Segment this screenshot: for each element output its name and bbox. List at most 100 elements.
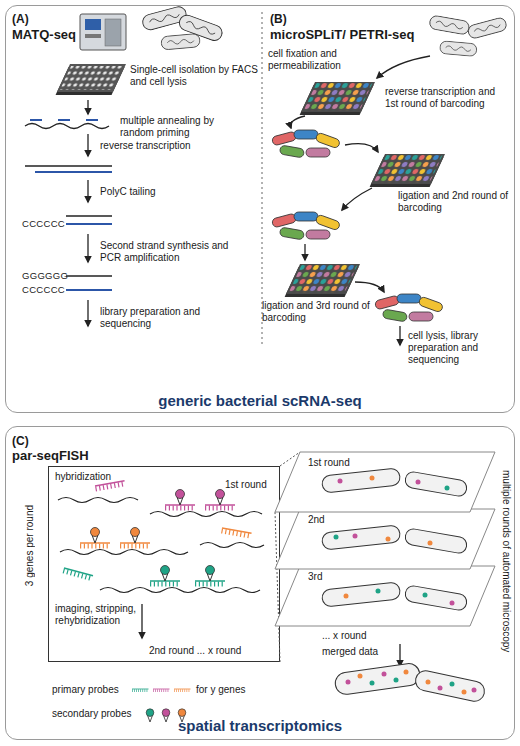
step-label: 3rd bbox=[308, 571, 348, 583]
mrna-probes bbox=[150, 581, 180, 584]
imaging-plane bbox=[344, 594, 349, 599]
barcode-plate bbox=[285, 264, 360, 297]
mrna-probes bbox=[80, 543, 110, 546]
imaging-plane bbox=[353, 534, 358, 539]
step-arrow bbox=[342, 188, 372, 210]
barcode-plate bbox=[286, 264, 360, 294]
imaging-plane bbox=[445, 486, 450, 491]
side-note: multiple rounds of automated microscopy bbox=[500, 470, 512, 652]
mrna-probes bbox=[91, 528, 100, 544]
bacteria bbox=[429, 15, 508, 57]
imaging-plane bbox=[376, 589, 381, 594]
panel-title: MATQ-seq bbox=[12, 27, 92, 42]
barcoded-cells bbox=[271, 130, 443, 322]
imaging-plane bbox=[423, 593, 428, 598]
imaging-plane bbox=[275, 509, 495, 569]
step-label: ... x round bbox=[322, 630, 392, 642]
rna-strand bbox=[58, 119, 70, 121]
step-label: Second strand synthesis and PCR amplific… bbox=[100, 240, 240, 264]
bacteria bbox=[439, 41, 477, 57]
hybridization-box: hybridization1st roundimaging, stripping… bbox=[48, 466, 280, 662]
bacteria bbox=[141, 5, 224, 50]
imaging-plane bbox=[428, 541, 433, 546]
step-arrow bbox=[87, 300, 88, 326]
probe-key bbox=[153, 689, 170, 691]
merged-cells bbox=[370, 681, 375, 686]
barcode-plate bbox=[301, 82, 375, 112]
panel-caption: spatial transcriptomics bbox=[6, 717, 514, 735]
mrna-probes bbox=[63, 568, 93, 579]
step-label: 2nd bbox=[308, 514, 348, 526]
bacteria bbox=[161, 33, 201, 50]
merged-cells bbox=[358, 674, 363, 679]
panel-title: microSPLiT/ PETRI-seq bbox=[270, 27, 470, 42]
step-label: Single-cell isolation by FACS and cell l… bbox=[130, 64, 260, 88]
step-arrow bbox=[87, 100, 88, 114]
mrna-probes bbox=[58, 481, 264, 593]
sequence-label: CCCCCC bbox=[22, 218, 66, 229]
mrna-probes bbox=[200, 543, 264, 548]
step-label: ligation and 3rd round of barcoding bbox=[262, 300, 374, 324]
imaging-plane bbox=[321, 525, 468, 554]
box-text: 1st round bbox=[225, 479, 279, 491]
step-arrow bbox=[87, 100, 88, 326]
step-label: PolyC tailing bbox=[100, 186, 200, 198]
facs-machine bbox=[105, 19, 121, 46]
imaging-plane bbox=[321, 582, 468, 611]
merged-cells bbox=[414, 669, 487, 703]
rna-strand bbox=[35, 171, 112, 173]
facs-machine bbox=[85, 34, 101, 38]
imaging-plane bbox=[386, 537, 391, 542]
imaging-plane bbox=[450, 601, 455, 606]
merged-cells bbox=[334, 662, 421, 696]
imaging-plane bbox=[334, 535, 339, 540]
merged-cells bbox=[394, 678, 399, 683]
mrna-probes bbox=[205, 505, 235, 508]
well-plate bbox=[56, 64, 126, 95]
step-label: multiple annealing by random priming bbox=[120, 115, 225, 139]
merged-cells bbox=[438, 686, 443, 691]
panel-divider bbox=[262, 12, 263, 345]
merged-cells bbox=[334, 662, 486, 703]
step-label: primary probes bbox=[52, 684, 132, 696]
box-text: hybridization bbox=[55, 471, 175, 483]
step-arrow bbox=[377, 56, 430, 78]
imaging-plane bbox=[416, 480, 421, 485]
rna-strand bbox=[66, 289, 112, 291]
barcoded-cells bbox=[271, 130, 340, 158]
rna-strand bbox=[86, 119, 98, 121]
imaging-plane bbox=[275, 452, 495, 512]
imaging-plane bbox=[275, 566, 495, 626]
step-arrow bbox=[87, 234, 88, 262]
box-text: 2nd round ... x round bbox=[149, 645, 277, 657]
rna-strand bbox=[66, 223, 112, 225]
step-label: cell lysis, library preparation and sequ… bbox=[408, 330, 513, 366]
barcode-plate bbox=[288, 265, 357, 293]
merged-cells bbox=[346, 680, 351, 685]
step-label: reverse transcription bbox=[100, 140, 220, 152]
well-plate bbox=[60, 66, 123, 90]
rna-strand bbox=[66, 215, 112, 217]
imaging-plane bbox=[321, 468, 468, 497]
panel-letter: (A) bbox=[12, 12, 52, 26]
merged-cells bbox=[382, 672, 387, 677]
facs-machine bbox=[80, 14, 126, 50]
mrna-probes bbox=[161, 566, 170, 582]
probe-key bbox=[174, 689, 191, 691]
step-label: cell fixation and permeabilization bbox=[268, 48, 368, 72]
probe-key bbox=[162, 709, 170, 722]
probe-key bbox=[146, 709, 154, 722]
mrna-probes bbox=[150, 512, 262, 517]
step-arrow bbox=[355, 282, 384, 292]
imaging-plane bbox=[338, 479, 343, 484]
barcode-plate bbox=[303, 83, 372, 111]
step-label: merged data bbox=[322, 646, 392, 658]
imaging-plane bbox=[370, 476, 375, 481]
rna-strand bbox=[25, 120, 112, 290]
mrna-probes bbox=[131, 528, 140, 544]
sequence-label: GGGGGG bbox=[22, 270, 66, 281]
step-arrow bbox=[345, 144, 378, 152]
mrna-probes bbox=[206, 566, 215, 582]
step-arrow bbox=[87, 180, 88, 202]
